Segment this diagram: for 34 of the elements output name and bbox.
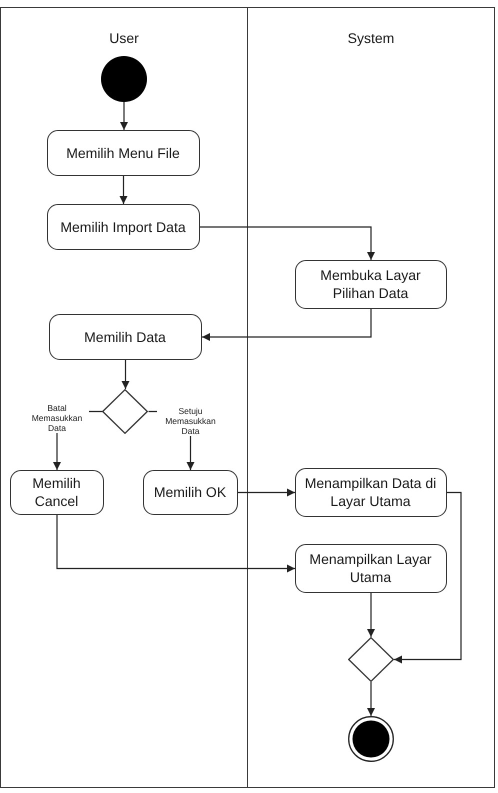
action-label: Memilih OK — [154, 483, 226, 501]
action-box — [294, 468, 446, 516]
decision-diamond — [348, 636, 394, 682]
action-label: Memilih Menu File — [66, 144, 180, 162]
arrow — [238, 488, 295, 496]
action-label: Memilih Data — [84, 328, 166, 346]
arrow — [202, 309, 372, 341]
action-label: Membuka Layar Pilihan Data — [319, 266, 422, 302]
action-label: Menampilkan Data di Layar Utama — [304, 474, 438, 510]
arrow — [120, 176, 128, 204]
action-label: Memilih Cancel — [31, 474, 82, 510]
arrow — [394, 492, 462, 664]
lane-heading: User — [109, 30, 139, 47]
action-box — [142, 470, 238, 514]
arrow — [120, 102, 128, 130]
swimlane — [247, 7, 495, 788]
arrow — [367, 682, 375, 716]
action-box — [294, 260, 446, 308]
action-box — [10, 470, 104, 514]
action-box — [46, 204, 200, 250]
action-label: Menampilkan Layar Utama — [308, 550, 433, 586]
start-node — [100, 56, 146, 102]
action-box — [48, 314, 202, 360]
action-box — [46, 130, 200, 176]
arrow — [200, 226, 375, 260]
decision-diamond — [102, 388, 148, 434]
arrow — [122, 360, 130, 389]
arrow — [56, 515, 295, 572]
end-node — [348, 716, 394, 762]
swimlane — [0, 7, 248, 788]
lane-heading: System — [348, 30, 394, 47]
action-box — [294, 544, 446, 592]
action-label: Memilih Import Data — [60, 218, 186, 236]
arrow — [367, 593, 375, 637]
